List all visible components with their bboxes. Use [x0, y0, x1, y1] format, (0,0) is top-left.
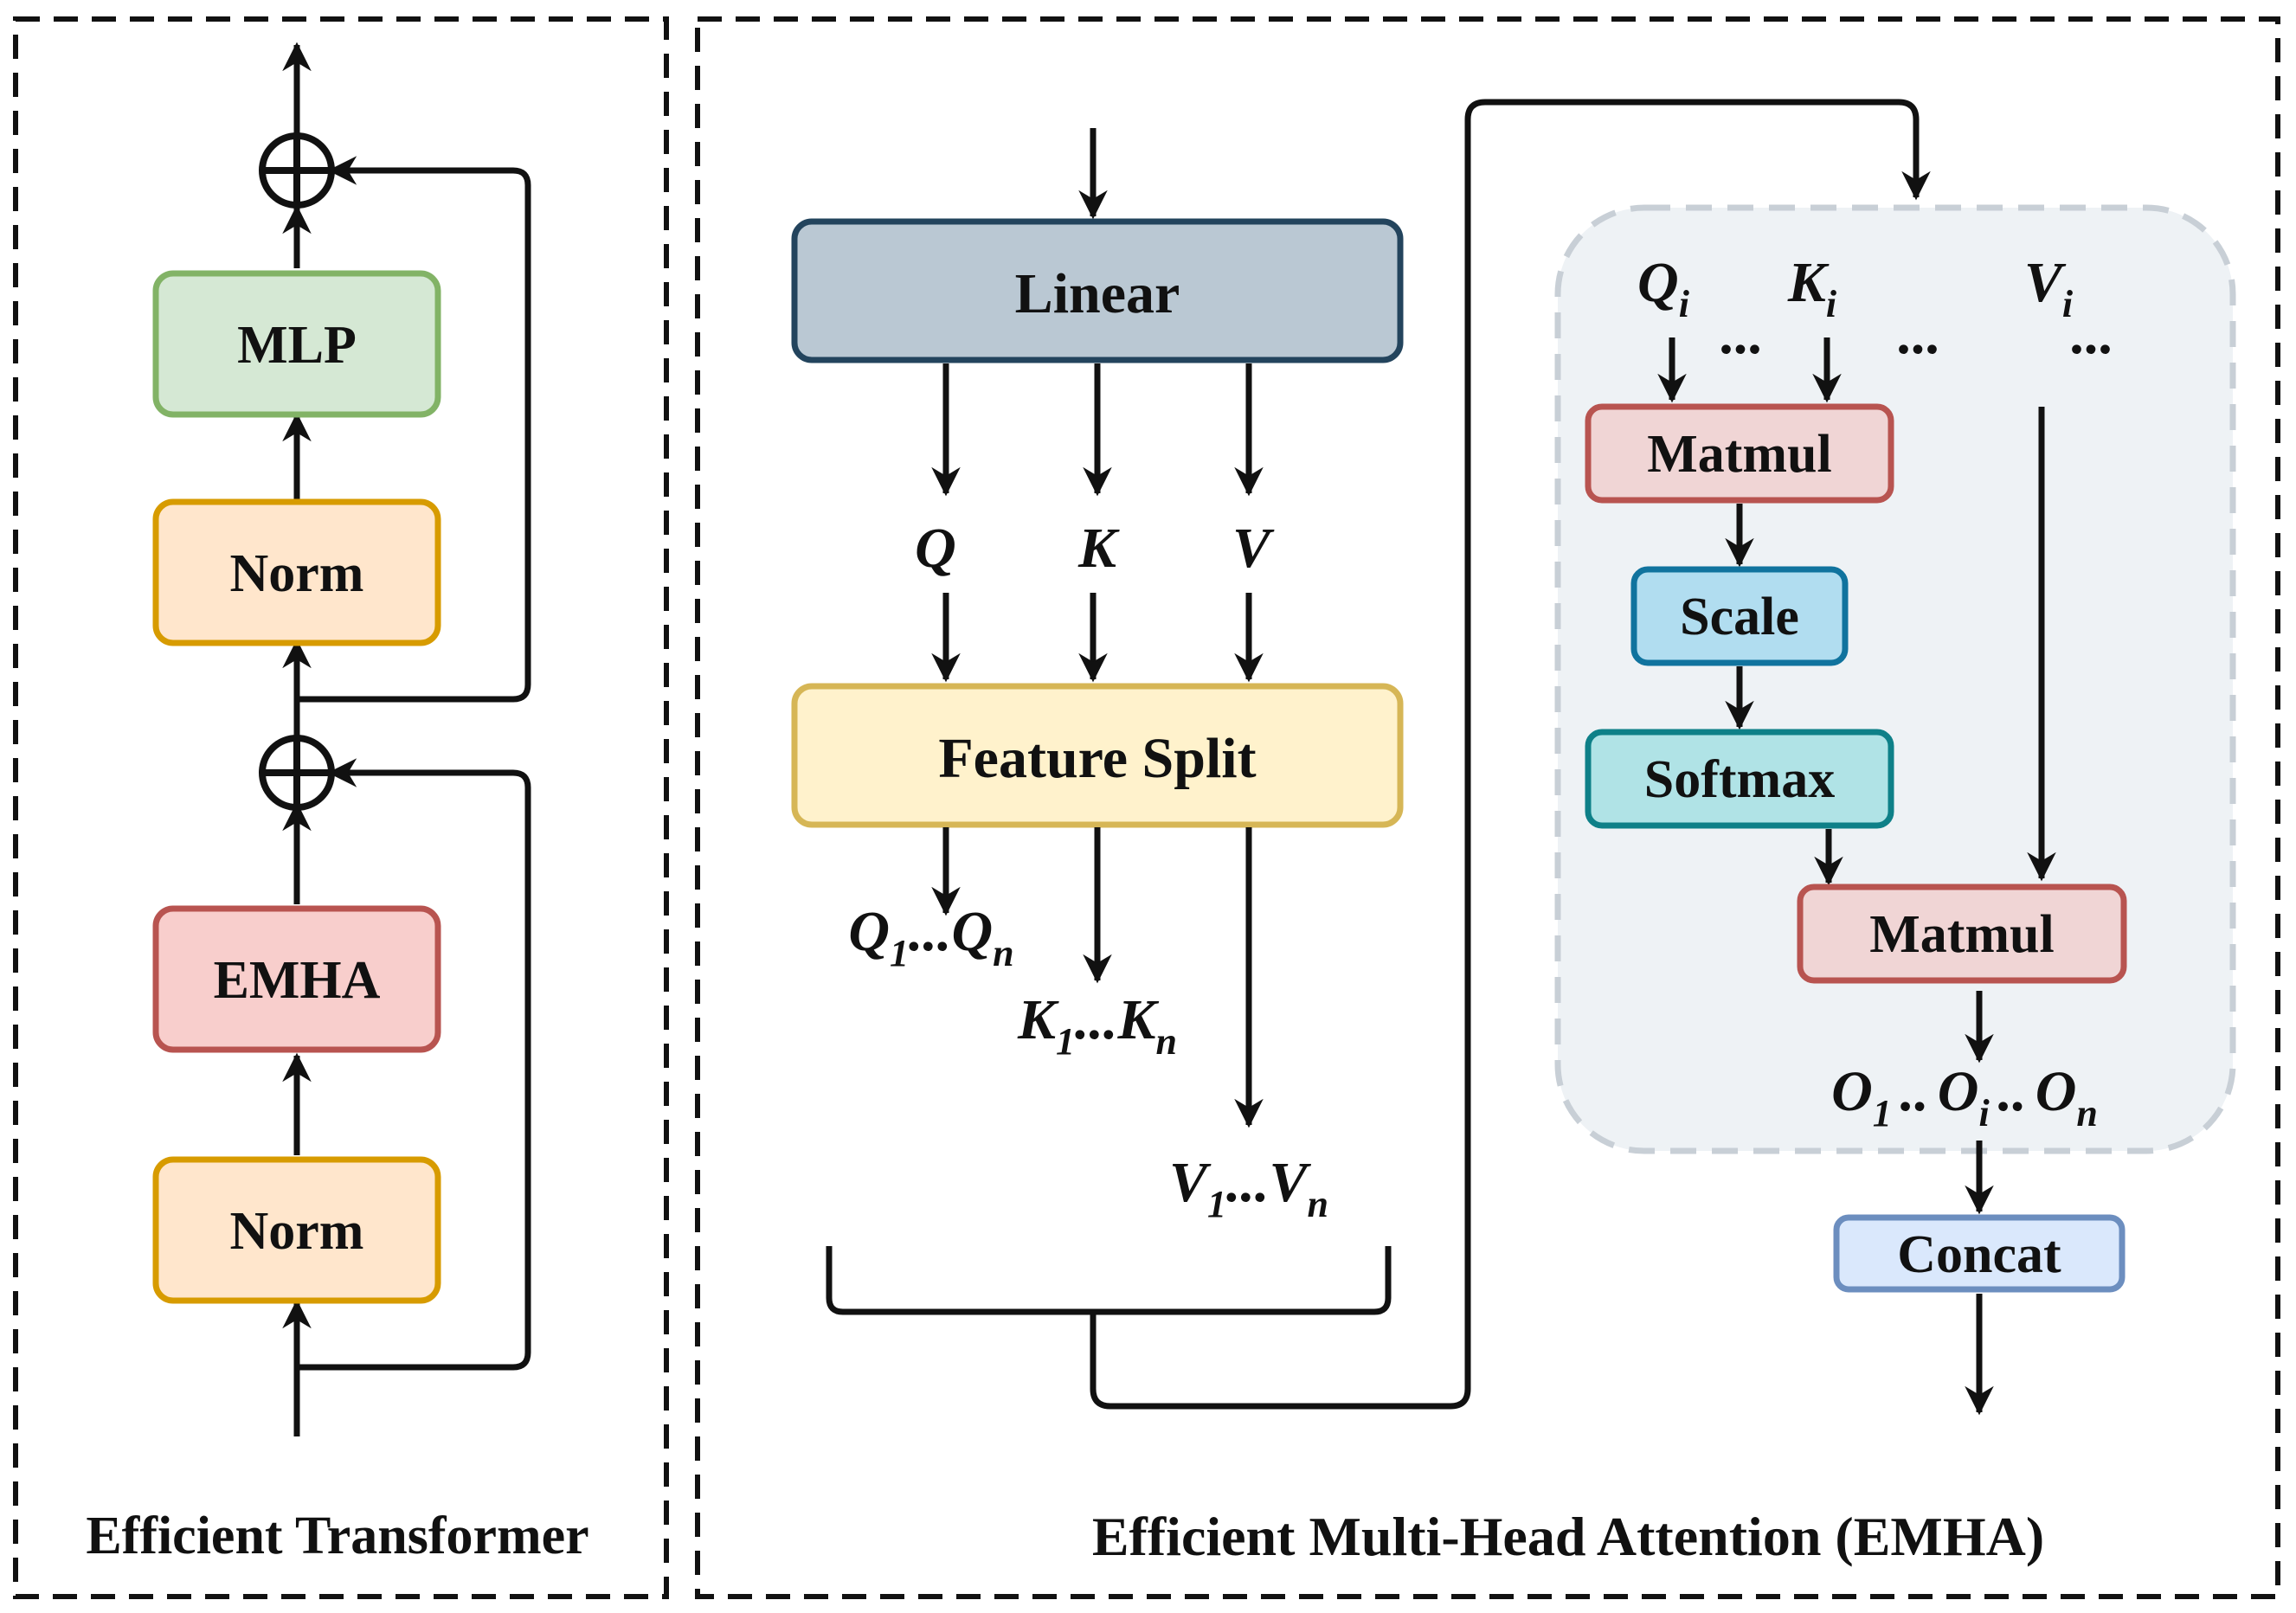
- vi-label: Vi: [2024, 251, 2074, 325]
- residual-connection-upper: [297, 156, 531, 703]
- right-panel-frame: [695, 16, 2280, 1599]
- linear-label: Linear: [1015, 262, 1180, 325]
- ellipsis-2: ...: [1896, 303, 1939, 366]
- residual-connection-lower: [297, 758, 531, 1371]
- emha-detail: Linear Q K V Feature Split Q1...Qn K1...…: [791, 99, 2236, 1567]
- matmul-top-label: Matmul: [1647, 425, 1832, 484]
- feature-split-block: Feature Split: [791, 683, 1404, 828]
- right-panel-caption: Efficient Multi-Head Attention (EMHA): [1092, 1506, 2044, 1567]
- softmax-block: Softmax: [1585, 729, 1894, 829]
- left-panel-caption: Efficient Transformer: [86, 1507, 588, 1565]
- matmul-block-bottom: Matmul: [1797, 884, 2127, 984]
- norm-block-top: Norm: [152, 498, 441, 646]
- concat-label: Concat: [1897, 1225, 2061, 1284]
- linear-block: Linear: [791, 218, 1404, 363]
- scale-block: Scale: [1630, 566, 1849, 666]
- outputs-label: O1..Oi..On: [1831, 1060, 2098, 1134]
- efficient-transformer: MLP Norm EMHA Norm Efficient Transformer: [86, 42, 589, 1565]
- scale-label: Scale: [1680, 588, 1799, 646]
- mlp-block: MLP: [152, 270, 441, 418]
- softmax-label: Softmax: [1644, 750, 1835, 809]
- emha-block: EMHA: [152, 905, 441, 1053]
- q-label: Q: [915, 517, 956, 580]
- v-label: V: [1232, 517, 1275, 580]
- attention-head-container: [1554, 204, 2236, 1154]
- connector-to-head: [1090, 99, 1931, 1410]
- ellipsis-3: ...: [2069, 303, 2113, 366]
- gather-bracket: [826, 1246, 1392, 1315]
- norm-block-bottom: Norm: [152, 1156, 441, 1304]
- norm-top-label: Norm: [230, 544, 364, 603]
- qi-label: Qi: [1637, 251, 1690, 325]
- add-node-lower: [259, 735, 335, 811]
- mlp-label: MLP: [237, 316, 357, 375]
- v-heads-label: V1...Vn: [1169, 1151, 1328, 1225]
- feature-split-label: Feature Split: [938, 727, 1256, 790]
- matmul-bottom-label: Matmul: [1869, 905, 2055, 964]
- k-heads-label: K1...Kn: [1017, 988, 1177, 1063]
- q-heads-label: Q1...Qn: [848, 900, 1013, 974]
- left-panel-frame: [13, 16, 669, 1599]
- concat-block: Concat: [1833, 1214, 2126, 1293]
- matmul-block-top: Matmul: [1585, 403, 1894, 504]
- norm-bottom-label: Norm: [230, 1202, 364, 1261]
- emha-label: EMHA: [214, 951, 381, 1010]
- ki-label: Ki: [1787, 251, 1837, 325]
- ellipsis-1: ...: [1719, 303, 1762, 366]
- k-label: K: [1077, 517, 1120, 580]
- add-node-upper: [259, 132, 335, 209]
